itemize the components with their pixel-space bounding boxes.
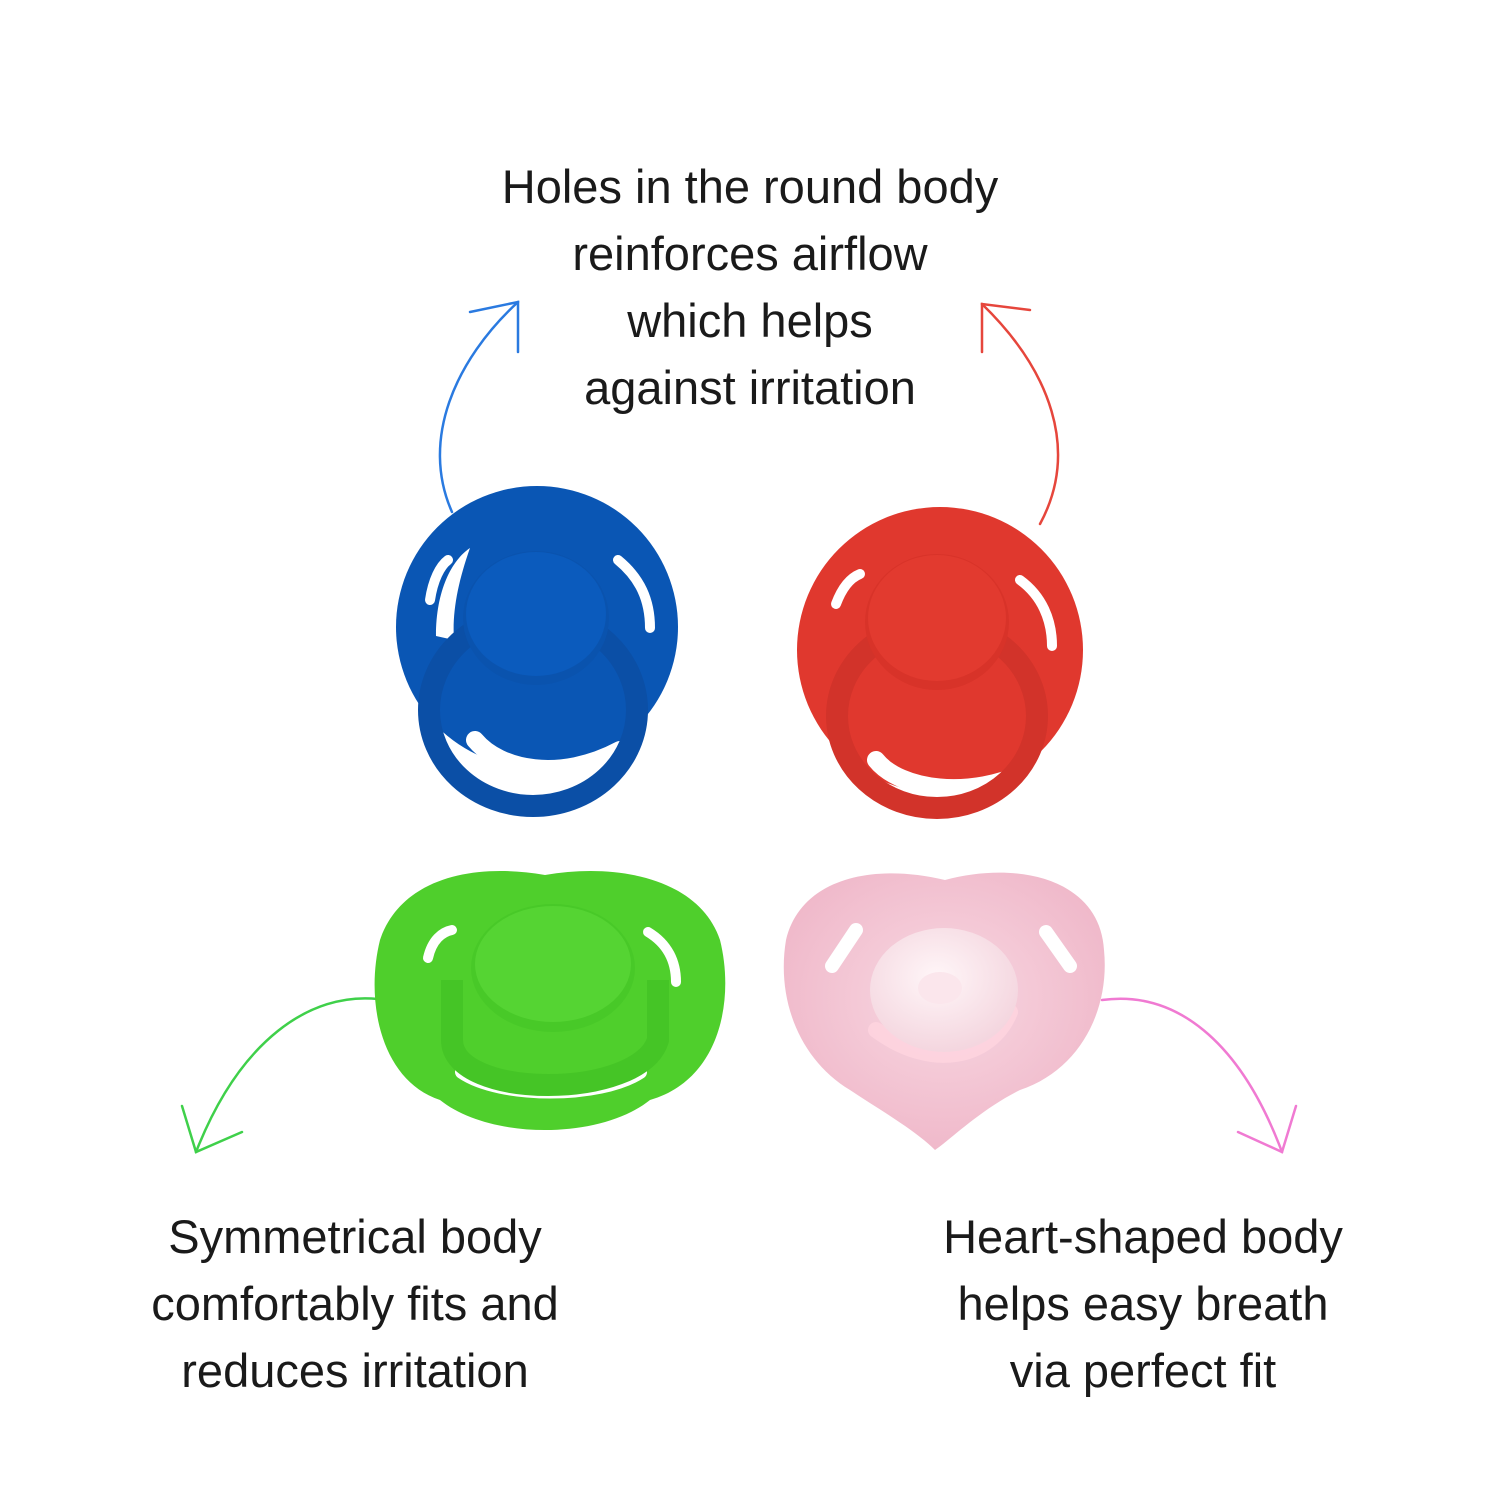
blue-round-pacifier (396, 486, 678, 817)
top-caption: Holes in the round body reinforces airfl… (450, 153, 1050, 421)
blue-arrow (438, 300, 520, 514)
bottom-left-caption-line: Symmetrical body (168, 1210, 542, 1263)
top-caption-line: which helps (627, 294, 873, 347)
green-arrow (180, 997, 380, 1154)
bottom-left-caption: Symmetrical body comfortably fits and re… (55, 1203, 655, 1404)
top-caption-line: against irritation (584, 361, 916, 414)
bottom-right-caption-line: via perfect fit (1009, 1344, 1277, 1397)
bottom-right-caption: Heart-shaped body helps easy breath via … (838, 1203, 1448, 1404)
pink-arrow (1100, 997, 1298, 1154)
red-arrow (980, 302, 1060, 526)
bottom-right-caption-line: helps easy breath (957, 1277, 1329, 1330)
red-round-pacifier (797, 507, 1083, 819)
green-symmetrical-pacifier (374, 871, 726, 1130)
bottom-left-caption-line: comfortably fits and (151, 1277, 559, 1330)
pink-heart-pacifier (783, 872, 1105, 1150)
bottom-right-caption-line: Heart-shaped body (943, 1210, 1343, 1263)
top-caption-line: Holes in the round body (501, 160, 999, 213)
top-caption-line: reinforces airflow (572, 227, 928, 280)
bottom-left-caption-line: reduces irritation (181, 1344, 529, 1397)
